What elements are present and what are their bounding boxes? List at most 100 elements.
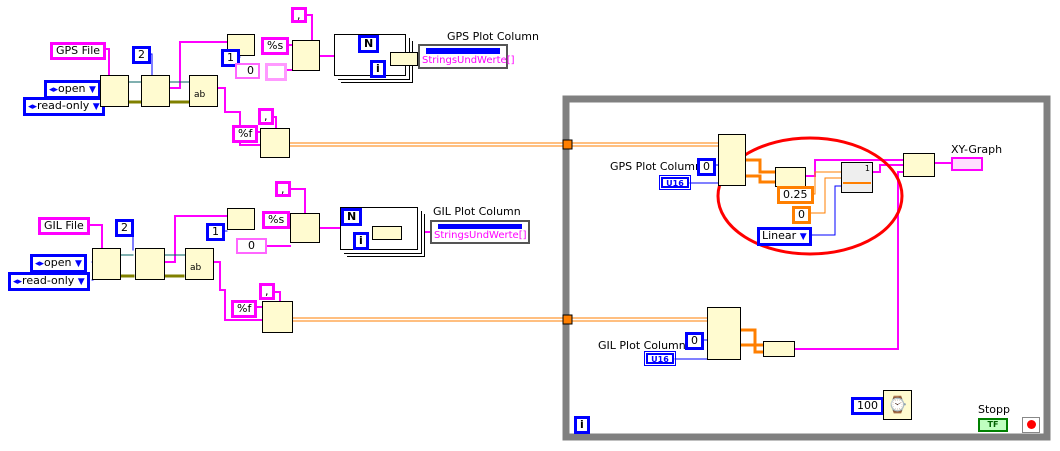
gil-plot-column-control[interactable]: U16 — [644, 351, 676, 366]
gps-spreadsheet-to-array-node[interactable] — [260, 128, 290, 158]
build-array-node[interactable] — [775, 167, 806, 187]
xy-graph-label: XY-Graph — [951, 143, 1003, 156]
gil-open-mode-enum[interactable]: ◂▸open ▼ — [30, 254, 87, 273]
spreadsheet-to-array-node[interactable] — [292, 40, 320, 71]
enum-value: open — [58, 82, 86, 95]
gil-control-label: GIL Plot Column — [598, 339, 686, 352]
gil-indicator-label: GIL Plot Column — [433, 205, 521, 218]
wire — [286, 188, 306, 214]
gil-loop-index: i — [353, 232, 369, 250]
bundle-array-node[interactable] — [903, 153, 935, 177]
concatenate-node[interactable] — [390, 52, 418, 66]
stop-button-terminal[interactable]: TF — [978, 418, 1008, 432]
wire — [794, 171, 904, 350]
wire — [212, 261, 263, 321]
gil-delimiter-constant[interactable]: , — [275, 181, 291, 197]
wire — [303, 14, 313, 41]
dropdown-arrow-icon: ▼ — [77, 277, 85, 287]
wire — [804, 185, 842, 236]
gps-count-constant[interactable]: 2 — [132, 46, 151, 64]
gil-index-constant[interactable]: 0 — [685, 332, 704, 350]
xy-graph-terminal[interactable] — [951, 157, 983, 171]
enum-value: Linear — [762, 229, 797, 242]
wire-gps-string2 — [217, 87, 261, 146]
wire — [271, 291, 281, 302]
concatenate-node[interactable] — [372, 226, 402, 240]
gil-count-constant[interactable]: 2 — [115, 219, 134, 237]
enum-value: read-only — [37, 99, 90, 112]
loop-tunnel — [562, 139, 573, 150]
read-text-node[interactable]: ab — [189, 75, 218, 107]
gil-numeric-constant[interactable]: 0 — [236, 238, 267, 254]
gps-index-constant[interactable]: 0 — [697, 158, 716, 176]
enum-value: open — [44, 256, 72, 269]
gps-indicator-label: GPS Plot Column — [447, 30, 539, 43]
gps-control-label: GPS Plot Column — [610, 160, 702, 173]
wait-ms-constant[interactable]: 100 — [851, 397, 884, 415]
wire — [872, 164, 904, 173]
gil-format-f-constant[interactable]: %f — [231, 300, 258, 318]
enum-value: read-only — [22, 274, 75, 287]
gps-empty-string-constant[interactable] — [265, 63, 287, 81]
open-file-node[interactable] — [92, 248, 121, 280]
index-array-node[interactable] — [707, 307, 741, 360]
read-lines-node[interactable] — [141, 75, 170, 107]
wait-timer-icon[interactable]: ⌚ — [883, 390, 912, 420]
gps-plot-column-control[interactable]: U16 — [659, 175, 691, 190]
stop-icon — [1026, 420, 1036, 429]
indicator-bar — [426, 48, 500, 54]
open-file-node[interactable] — [100, 75, 129, 107]
gil-index-constant[interactable]: 1 — [206, 223, 225, 241]
waveform-icon — [843, 182, 871, 184]
stop-label: Stopp — [978, 403, 1010, 416]
enum-arrows-icon: ◂▸ — [28, 102, 38, 112]
gil-delimiter2-constant[interactable]: , — [259, 283, 275, 300]
gps-delimiter2-constant[interactable]: , — [258, 108, 274, 125]
spreadsheet-to-array-node[interactable] — [290, 213, 320, 243]
interp-mode-enum[interactable]: Linear ▼ — [757, 227, 812, 246]
wire — [164, 215, 228, 263]
while-loop-frame — [562, 95, 1051, 441]
interp-start-constant[interactable]: 0 — [792, 206, 811, 224]
interp-count: 1 — [864, 164, 870, 173]
dropdown-arrow-icon: ▼ — [75, 259, 82, 269]
wire — [805, 159, 904, 177]
wire — [744, 174, 777, 184]
index-array-node[interactable] — [718, 134, 746, 186]
gps-loop-index: i — [370, 60, 386, 78]
gps-delimiter-constant[interactable]: , — [291, 7, 307, 23]
wire — [804, 177, 842, 214]
gil-spreadsheet-to-array-node[interactable] — [262, 301, 293, 333]
gil-file-path-constant[interactable]: GIL File — [38, 217, 90, 235]
dropdown-arrow-icon: ▼ — [89, 85, 96, 95]
enum-arrows-icon: ◂▸ — [49, 85, 59, 95]
enum-arrows-icon: ◂▸ — [13, 277, 23, 287]
gil-access-enum[interactable]: ◂▸read-only ▼ — [8, 272, 90, 291]
indicator-value: StringsUndWerte[] — [422, 55, 515, 66]
indicator-bar — [438, 224, 522, 229]
gps-index-constant[interactable]: 1 — [221, 49, 240, 67]
gps-numeric-constant[interactable]: 0 — [235, 63, 260, 79]
array-subset-node[interactable] — [227, 208, 255, 230]
build-array-node[interactable] — [763, 341, 795, 357]
stop-condition-terminal[interactable] — [1022, 417, 1040, 433]
dropdown-arrow-icon: ▼ — [92, 102, 100, 112]
interpolate-node[interactable]: 1 — [841, 162, 873, 193]
gps-format-s-constant[interactable]: %s — [261, 37, 290, 55]
indicator-value: StringsUndWerte[] — [434, 230, 527, 241]
wire-gps-string — [169, 41, 228, 89]
read-lines-node[interactable] — [135, 248, 165, 280]
read-text-node[interactable]: ab — [185, 248, 214, 280]
gil-format-s-constant[interactable]: %s — [262, 211, 291, 229]
dropdown-arrow-icon: ▼ — [799, 232, 807, 242]
gps-file-path-constant[interactable]: GPS File — [50, 42, 107, 60]
highlight-ellipse — [716, 136, 904, 256]
interp-step-constant[interactable]: 0.25 — [777, 186, 814, 204]
iteration-terminal: i — [574, 416, 590, 434]
gps-format-f-constant[interactable]: %f — [232, 125, 259, 143]
gps-plot-column-indicator: StringsUndWerte[] — [418, 44, 515, 69]
gil-loop-count: N — [341, 208, 363, 226]
gps-access-enum[interactable]: ◂▸read-only ▼ — [23, 97, 105, 116]
